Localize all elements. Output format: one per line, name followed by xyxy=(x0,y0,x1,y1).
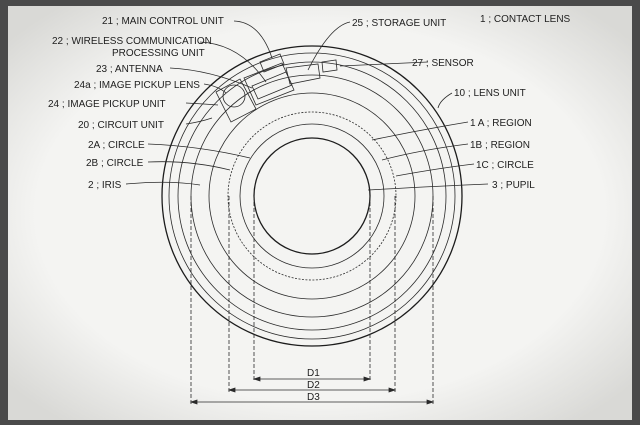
antenna xyxy=(243,62,295,106)
label-storage-unit: 25 ; STORAGE UNIT xyxy=(352,18,446,29)
label-d1: D1 xyxy=(307,368,320,379)
lens-outer-edge xyxy=(161,45,463,347)
lens-figure xyxy=(161,45,463,347)
circle-2a xyxy=(208,92,416,300)
label-pupil: 3 ; PUPIL xyxy=(492,180,535,191)
region-1a xyxy=(239,123,385,269)
dimension-lines xyxy=(189,196,435,405)
label-circuit-unit: 20 ; CIRCUIT UNIT xyxy=(78,120,164,131)
lens-unit-band xyxy=(168,52,456,340)
main-control-unit xyxy=(259,53,285,73)
label-antenna: 23 ; ANTENNA xyxy=(96,64,163,75)
label-image-pickup-unit: 24 ; IMAGE PICKUP UNIT xyxy=(48,99,166,110)
label-d2: D2 xyxy=(307,380,320,391)
label-image-pickup-lens: 24a ; IMAGE PICKUP LENS xyxy=(74,80,200,91)
image-pickup-unit xyxy=(215,78,257,123)
label-region-1a: 1 A ; REGION xyxy=(470,118,532,129)
label-region-1b: 1B ; REGION xyxy=(470,140,530,151)
label-circle-2b: 2B ; CIRCLE xyxy=(86,158,144,169)
label-lens-unit: 10 ; LENS UNIT xyxy=(454,88,526,99)
label-circle-2a: 2A ; CIRCLE xyxy=(88,140,145,151)
storage-unit xyxy=(285,63,321,85)
wireless-comm-unit xyxy=(251,71,293,100)
label-sensor: 27 ; SENSOR xyxy=(412,58,474,69)
label-wireless-comm-line2: PROCESSING UNIT xyxy=(112,48,205,59)
circuit-components xyxy=(215,53,338,123)
label-wireless-comm-line1: 22 ; WIRELESS COMMUNICATION xyxy=(52,36,212,47)
label-contact-lens: 1 ; CONTACT LENS xyxy=(480,14,571,25)
image-pickup-lens xyxy=(222,84,246,108)
circle-1c xyxy=(227,111,397,281)
label-circle-1c: 1C ; CIRCLE xyxy=(476,160,534,171)
label-d3: D3 xyxy=(307,392,320,403)
label-iris: 2 ; IRIS xyxy=(88,180,122,191)
leader-lines xyxy=(125,20,489,191)
labels: 1 ; CONTACT LENS 21 ; MAIN CONTROL UNIT … xyxy=(48,14,571,403)
sensor xyxy=(321,59,338,73)
label-main-control-unit: 21 ; MAIN CONTROL UNIT xyxy=(102,16,224,27)
